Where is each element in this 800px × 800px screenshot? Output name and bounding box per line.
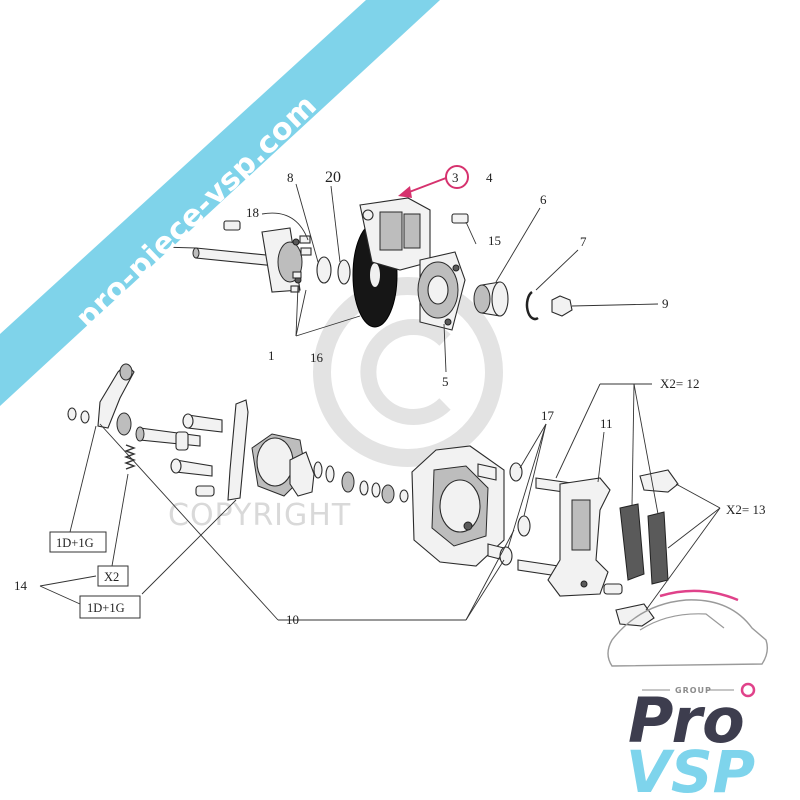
copyright-watermark-text: COPYRIGHT [168,498,351,533]
callout-labels: 2 8 20 18 3 4 6 15 7 9 1 16 5 X2= 12 17 … [14,169,765,627]
bolt-part [223,220,312,293]
shaft-part [192,227,303,293]
callout-20: 20 [325,169,341,186]
gasket-part [289,451,315,497]
seal-ring-part [337,259,351,285]
washer-part [325,465,335,483]
washer-part [399,489,409,503]
callout-7: 7 [580,234,587,249]
callout-1: 1 [268,348,275,363]
nut-part [551,295,573,317]
pro-vsp-logo: GROUP Pro VSP [607,589,769,800]
copyright-watermark: COPYRIGHT [168,277,503,533]
quantity-box-2-text: X2 [104,570,119,584]
adjuster-screw-part [135,426,201,451]
highlight-circle [445,165,469,189]
bearing-part [473,281,509,317]
logo-group-text: GROUP [675,686,712,695]
seal-ring-part [509,462,523,482]
callout-3: 3 [452,170,459,185]
callout-13: X2= 13 [726,502,765,517]
highlight-arrow [398,165,469,198]
callout-10: 10 [286,612,299,627]
bolt-part [195,485,215,497]
lever-arm-part [227,399,249,501]
spring-part [116,412,136,470]
quantity-box-3 [79,595,141,619]
callout-15: 15 [488,233,501,248]
brake-pad-part [647,511,669,585]
callout-6: 6 [540,192,547,207]
quantity-box-1 [49,531,107,553]
callout-14: 14 [14,578,28,593]
washer-part [313,461,323,479]
bolt-part [451,213,469,224]
bolt-part [603,583,623,595]
washer-part [359,480,369,496]
car-outline-icon [607,599,769,667]
quantity-boxes: 1D+1G X2 1D+1G [49,531,141,619]
circlip-part [525,290,539,321]
bush-part [477,463,497,481]
callout-16: 16 [310,350,324,365]
pad-clip-part [615,603,655,627]
quantity-box-3-text: 1D+1G [87,601,125,615]
seal-ring-part [316,256,332,284]
hub-part [417,251,466,331]
banner-stripe [0,0,440,406]
caliper-top-part [359,197,431,271]
callout-4: 4 [486,170,493,185]
caliper-bracket-part [547,477,611,597]
callout-8: 8 [287,170,294,185]
quantity-box-2 [97,565,129,587]
copyright-symbol-icon [313,277,503,467]
washer-part [67,407,77,421]
logo-vsp-text: VSP [626,738,755,800]
callout-11: 11 [600,416,613,431]
callout-9: 9 [662,296,669,311]
callout-5: 5 [442,374,449,389]
washer-part [341,471,355,493]
callout-17: 17 [541,408,555,423]
brake-pad-part [619,503,645,581]
top-assembly [192,197,573,331]
callout-18: 18 [246,205,259,220]
washer-part [80,410,90,424]
washer-part [381,484,395,504]
callout-12: X2= 12 [660,376,699,391]
logo-hex-icon [740,682,756,698]
logo-pro-text: Pro [628,684,745,757]
seal-ring-part [517,515,531,537]
washer-part [371,482,381,498]
bottom-assembly [67,363,679,627]
seal-ring-part [499,546,513,566]
quantity-box-1-text: 1D+1G [56,536,94,550]
bolt-part [175,459,213,477]
pad-clip-part [639,469,679,493]
banner-text: pro-piece-vsp.com [69,88,324,336]
